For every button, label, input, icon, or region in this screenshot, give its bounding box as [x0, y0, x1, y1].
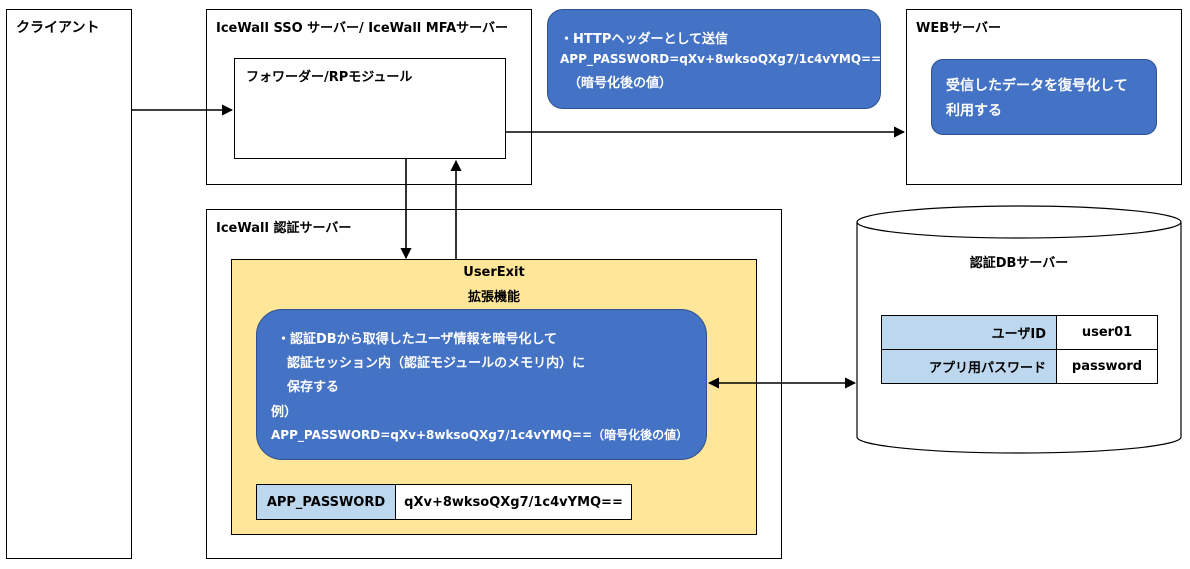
- db-row-password-key: アプリ用パスワード: [881, 349, 1057, 384]
- userexit-note-line2: 認証セッション内（認証モジュールのメモリ内）に: [287, 356, 586, 371]
- client-title: クライアント: [16, 20, 100, 36]
- app-password-value: qXv+8wksoQXg7/1c4vYMQ==: [395, 484, 632, 520]
- userexit-note: ・認証DBから取得したユーザ情報を暗号化して 認証セッション内（認証モジュールの…: [256, 309, 707, 460]
- userexit-note-line5: APP_PASSWORD=qXv+8wksoQXg7/1c4vYMQ==（暗号化…: [271, 428, 689, 442]
- auth-server-title: IceWall 認証サーバー: [216, 221, 352, 236]
- web-note-line1: 受信したデータを復号化して: [946, 78, 1128, 94]
- forwarder-module-box: [234, 58, 506, 159]
- http-note-line2: APP_PASSWORD=qXv+8wksoQXg7/1c4vYMQ==: [560, 52, 882, 66]
- userexit-subtitle: 拡張機能: [467, 290, 520, 305]
- userexit-note-line4: 例）: [271, 405, 298, 420]
- db-row-userid-key: ユーザID: [881, 315, 1057, 350]
- web-server-note: 受信したデータを復号化して 利用する: [931, 59, 1157, 135]
- forwarder-module-title: フォワーダー/RPモジュール: [246, 70, 413, 85]
- http-note-line1: ・HTTPヘッダーとして送信: [560, 32, 729, 47]
- http-header-note: ・HTTPヘッダーとして送信 APP_PASSWORD=qXv+8wksoQXg…: [547, 9, 881, 109]
- db-server-title: 認証DBサーバー: [969, 256, 1069, 271]
- web-note-line2: 利用する: [946, 103, 1002, 119]
- db-row-userid-value: user01: [1056, 315, 1158, 350]
- userexit-note-line3: 保存する: [287, 380, 340, 395]
- http-note-line3: （暗号化後の値）: [568, 76, 673, 91]
- web-server-title: WEBサーバー: [916, 21, 1001, 36]
- app-password-key: APP_PASSWORD: [256, 484, 396, 520]
- userexit-title: UserExit: [463, 265, 525, 280]
- userexit-note-line1: ・認証DBから取得したユーザ情報を暗号化して: [277, 332, 558, 347]
- client-box: [6, 9, 132, 559]
- db-row-password-value: password: [1056, 349, 1158, 384]
- sso-server-title: IceWall SSO サーバー/ IceWall MFAサーバー: [216, 21, 509, 36]
